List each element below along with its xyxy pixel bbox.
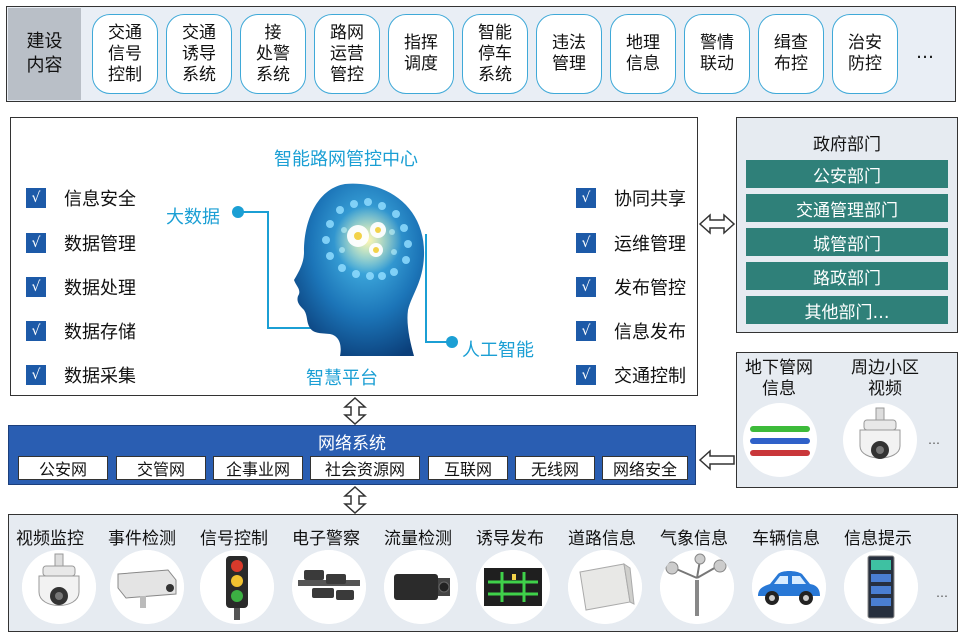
device-label: 事件检测 [108, 529, 176, 549]
ai-brain-icon [232, 183, 458, 356]
right-feature: √运维管理 [576, 230, 686, 256]
big-data-label: 大数据 [166, 207, 220, 228]
network-item: 企事业网 [213, 456, 303, 480]
construction-item: 警情 联动 [684, 14, 750, 94]
guidance-screen-icon [476, 550, 550, 624]
right-feature: √协同共享 [576, 185, 686, 211]
department-item: 城管部门 [746, 228, 948, 256]
department-item: 公安部门 [746, 160, 948, 188]
vertical-double-arrow-icon [343, 397, 367, 425]
underground-pipe-label: 地下管网 信息 [745, 358, 813, 399]
device-label: 诱导发布 [476, 529, 544, 549]
check-icon: √ [576, 365, 596, 385]
left-feature: √数据管理 [26, 230, 136, 256]
check-icon: √ [576, 277, 596, 297]
construction-item: 交通 信号 控制 [92, 14, 158, 94]
dome-camera-icon [22, 550, 96, 624]
control-center-title: 智能路网管控中心 [274, 149, 418, 170]
check-icon: √ [26, 188, 46, 208]
network-item: 网络安全 [602, 456, 688, 480]
vertical-double-arrow-icon [343, 486, 367, 514]
network-item: 互联网 [428, 456, 508, 480]
network-item: 公安网 [18, 456, 108, 480]
network-item: 交管网 [116, 456, 206, 480]
anemometer-icon [660, 550, 734, 624]
device-label: 车辆信息 [752, 529, 820, 549]
extra-more: … [928, 433, 940, 447]
construction-item: 治安 防控 [832, 14, 898, 94]
construction-item: 地理 信息 [610, 14, 676, 94]
check-icon: √ [576, 321, 596, 341]
department-item: 其他部门… [746, 296, 948, 324]
left-feature: √数据采集 [26, 362, 136, 388]
right-feature: √信息发布 [576, 318, 686, 344]
construction-item: 违法 管理 [536, 14, 602, 94]
department-item: 路政部门 [746, 262, 948, 290]
left-feature: √信息安全 [26, 185, 136, 211]
right-feature: √发布管控 [576, 274, 686, 300]
dome-camera-icon [843, 403, 917, 477]
government-title: 政府部门 [813, 135, 881, 155]
construction-item: 接 处警 系统 [240, 14, 306, 94]
construction-item: 路网 运营 管控 [314, 14, 380, 94]
check-icon: √ [26, 321, 46, 341]
device-label: 信号控制 [200, 529, 268, 549]
check-icon: √ [26, 233, 46, 253]
network-title: 网络系统 [318, 434, 386, 454]
construction-item: 智能 停车 系统 [462, 14, 528, 94]
network-item: 社会资源网 [310, 456, 420, 480]
department-item: 交通管理部门 [746, 194, 948, 222]
traffic-light-icon [200, 550, 274, 624]
construction-item: 缉查 布控 [758, 14, 824, 94]
flow-detector-icon [384, 550, 458, 624]
device-label: 气象信息 [660, 529, 728, 549]
enforcement-camera-icon [292, 550, 366, 624]
network-item: 无线网 [515, 456, 595, 480]
ai-label: 人工智能 [462, 340, 534, 361]
device-label: 电子警察 [292, 529, 360, 549]
device-label: 信息提示 [844, 529, 912, 549]
check-icon: √ [26, 277, 46, 297]
construction-item: 交通 诱导 系统 [166, 14, 232, 94]
left-feature: √数据处理 [26, 274, 136, 300]
construction-more: … [916, 42, 934, 63]
check-icon: √ [576, 233, 596, 253]
box-camera-icon [110, 550, 184, 624]
check-icon: √ [26, 365, 46, 385]
left-arrow-icon [698, 449, 735, 471]
device-label: 流量检测 [384, 529, 452, 549]
community-video-label: 周边小区 视频 [851, 358, 919, 399]
check-icon: √ [576, 188, 596, 208]
pipeline-icon [743, 403, 817, 477]
smart-platform-label: 智慧平台 [306, 368, 378, 389]
device-label: 道路信息 [568, 529, 636, 549]
car-icon [752, 550, 826, 624]
construction-item: 指挥 调度 [388, 14, 454, 94]
devices-more: … [936, 586, 948, 600]
info-display-icon [844, 550, 918, 624]
double-arrow-icon [698, 213, 736, 235]
construction-label: 建设 内容 [8, 8, 81, 100]
left-feature: √数据存储 [26, 318, 136, 344]
road-info-panel-icon [568, 550, 642, 624]
right-feature: √交通控制 [576, 362, 686, 388]
device-label: 视频监控 [16, 529, 84, 549]
